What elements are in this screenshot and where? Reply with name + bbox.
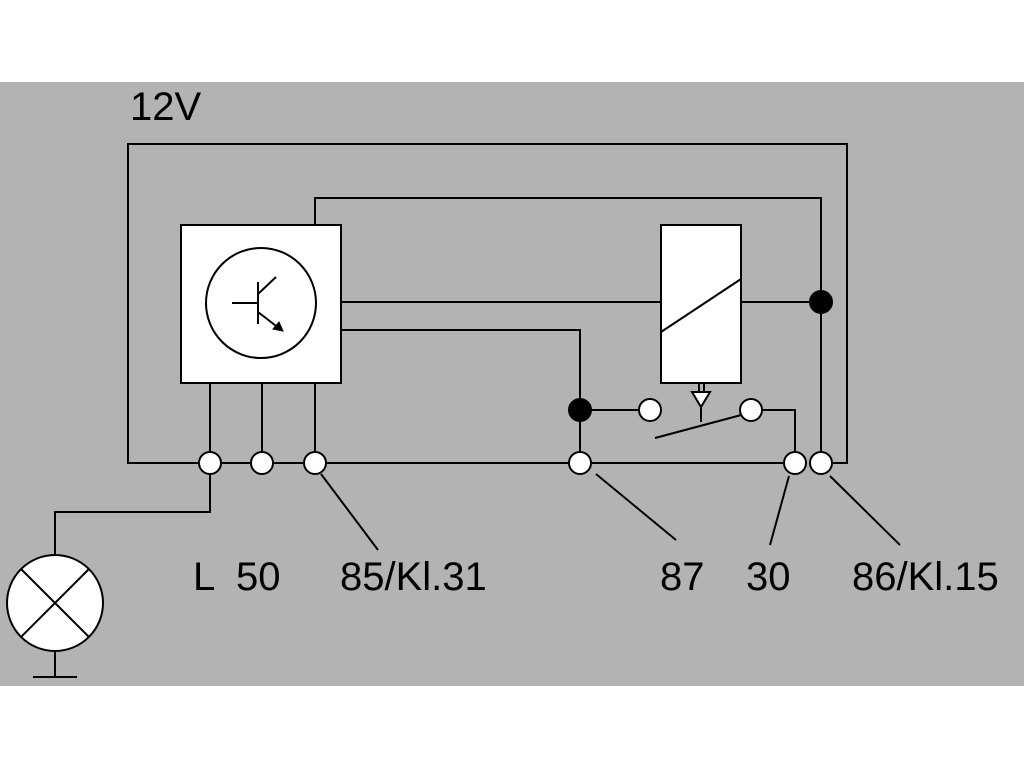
- junction-node-86: [809, 290, 833, 314]
- label-terminal-l: L: [193, 555, 215, 599]
- wire-lamp: [54, 463, 211, 554]
- terminal-86: [809, 451, 833, 475]
- ground-icon: [33, 651, 77, 678]
- terminal-l: [198, 451, 222, 475]
- terminal-30: [783, 451, 807, 475]
- relay-coil-icon: [660, 224, 742, 384]
- terminal-87: [568, 451, 592, 475]
- junction-node-87: [568, 398, 592, 422]
- label-terminal-30: 30: [746, 555, 791, 599]
- label-terminal-50: 50: [236, 555, 281, 599]
- label-terminal-87: 87: [660, 555, 705, 599]
- leader-30: [769, 475, 790, 546]
- transistor-symbol-icon: [205, 247, 317, 359]
- wire-contact-to-30: [762, 409, 796, 463]
- leader-86: [829, 475, 901, 546]
- wire-12v-loop: [127, 143, 848, 464]
- contact-terminal-87: [638, 398, 662, 422]
- leader-87: [595, 473, 677, 541]
- label-terminal-85: 85/Kl.31: [340, 555, 487, 599]
- wire-feed-86: [314, 197, 822, 463]
- diagram-background: [0, 82, 1024, 686]
- relay-switch-icon: [654, 383, 746, 439]
- terminal-50: [250, 451, 274, 475]
- label-supply-12v: 12V: [130, 85, 201, 129]
- label-terminal-86: 86/Kl.15: [852, 555, 999, 599]
- terminal-85: [303, 451, 327, 475]
- lamp-icon: [6, 554, 104, 652]
- contact-terminal-30: [739, 398, 763, 422]
- leader-85: [320, 473, 379, 551]
- wire-unit-to-87: [341, 329, 581, 463]
